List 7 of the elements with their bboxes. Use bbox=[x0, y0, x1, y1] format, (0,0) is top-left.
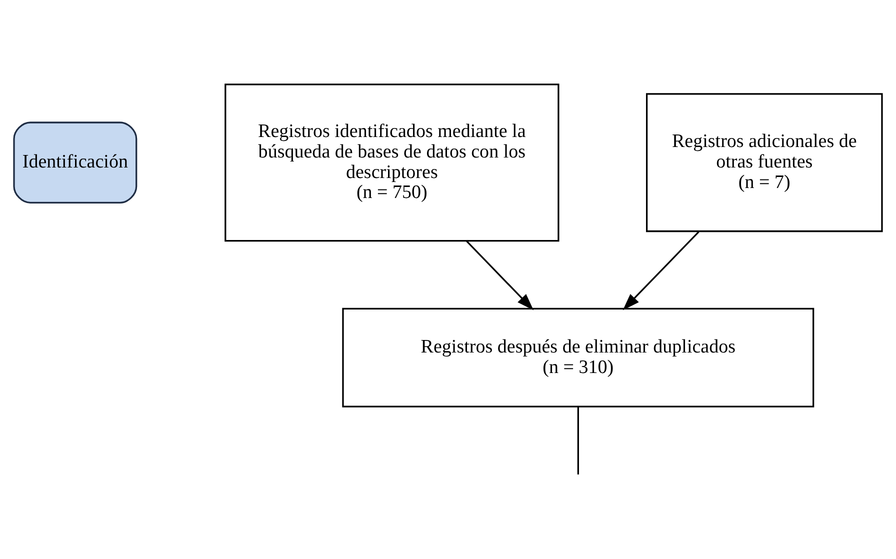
connector bbox=[577, 406, 579, 474]
node-box: Registros identificados mediante la búsqueda de bases de datos con los descriptores (n = 750) bbox=[224, 83, 560, 242]
node-box: Registros después de eliminar duplicados (n = 310) bbox=[342, 307, 814, 407]
arrow bbox=[622, 230, 700, 310]
arrow bbox=[466, 240, 534, 310]
node-box: Registros adicionales de otras fuentes (n = 7) bbox=[646, 92, 883, 232]
node-box: Identificación bbox=[13, 121, 138, 204]
